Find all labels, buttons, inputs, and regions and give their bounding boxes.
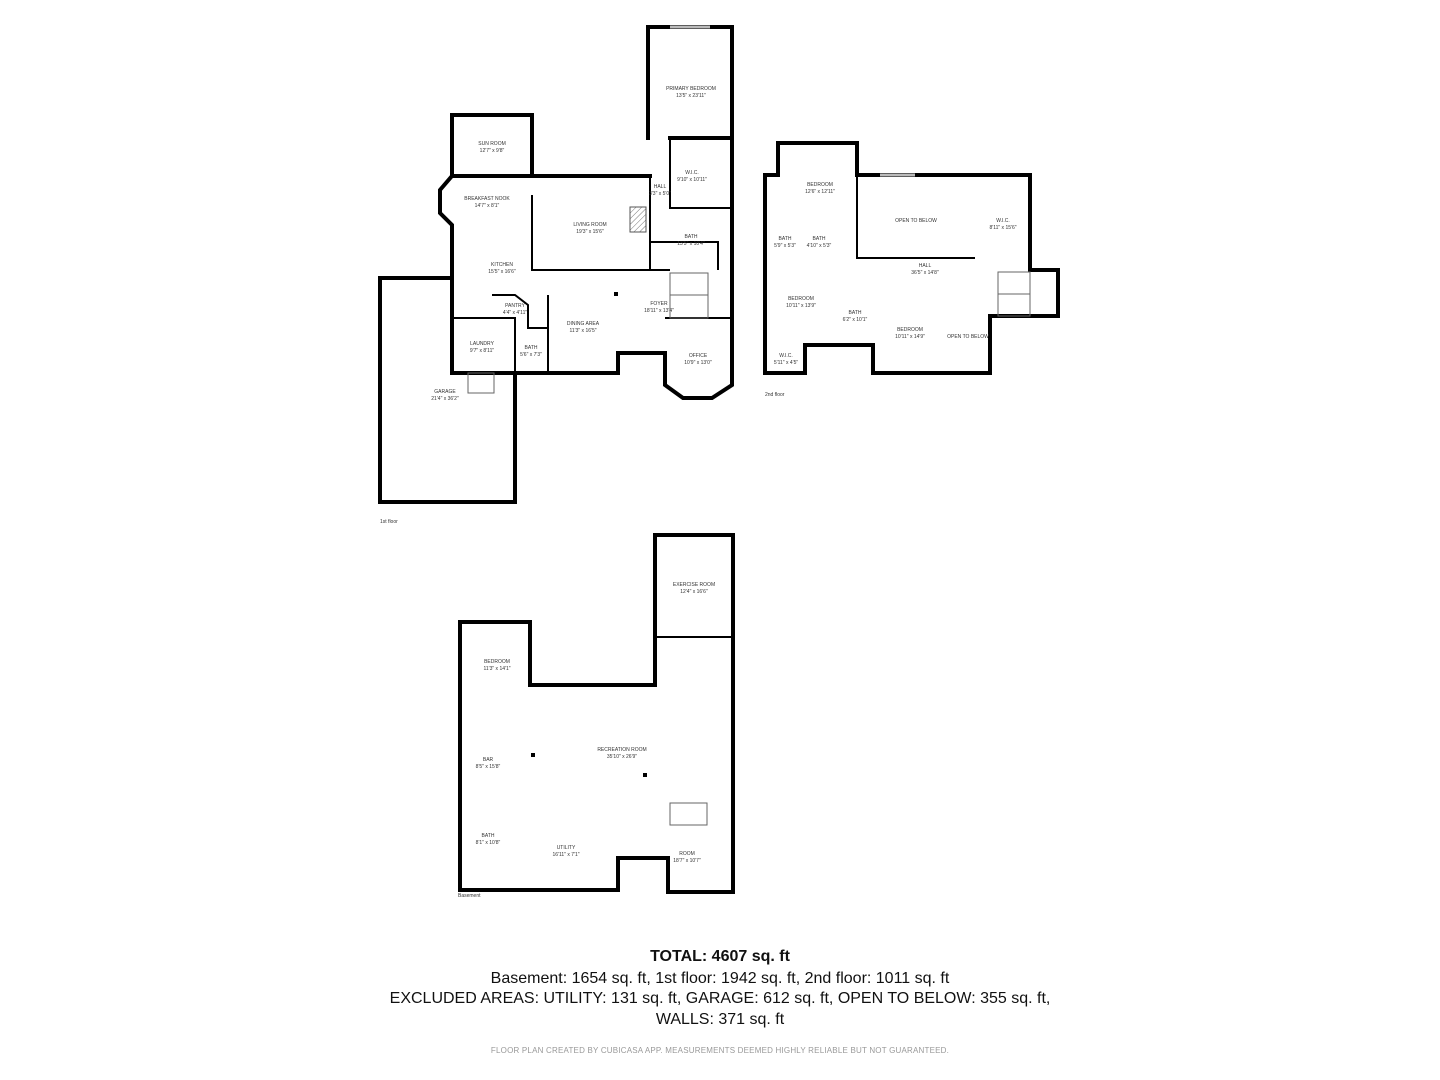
room-dim: 18'7" x 10'7" (673, 858, 701, 864)
room-dim: 10'11" x 14'9" (895, 334, 925, 340)
room-dim: 19'3" x 15'6" (576, 229, 604, 235)
room-name: BATH (849, 310, 862, 316)
floor-label-basement: Basement (458, 893, 481, 899)
room-name: DINING AREA (567, 321, 600, 327)
first-floor-labels: PRIMARY BEDROOM 13'5" x 23'11" SUN ROOM … (380, 86, 716, 525)
room-name: BATH (525, 345, 538, 351)
room-name: LIVING ROOM (573, 222, 606, 228)
room-name: BAR (483, 757, 494, 763)
room-name: HALL (919, 263, 932, 269)
room-dim: 36'5" x 14'8" (911, 270, 939, 276)
room-dim: 16'11" x 7'1" (552, 852, 579, 858)
stairs-first (467, 272, 709, 394)
room-dim: 13'5" x 23'11" (676, 93, 706, 99)
room-name: BEDROOM (807, 182, 833, 188)
room-name: ROOM (679, 851, 695, 857)
room-name: PANTRY (505, 303, 525, 309)
room-dim: 35'10" x 26'9" (607, 754, 637, 760)
walls-area: WALLS: 371 sq. ft (655, 1011, 785, 1028)
room-name: BATH (685, 234, 698, 240)
room-dim: 4'4" x 4'11" (503, 310, 527, 316)
room-dim: 8'11" x 15'6" (989, 225, 1016, 231)
room-name: BEDROOM (788, 296, 814, 302)
total-area: TOTAL: 4607 sq. ft (650, 948, 790, 965)
room-name: OFFICE (689, 353, 708, 359)
room-dim: 5'6" x 7'3" (520, 352, 542, 358)
floor-label-first: 1st floor (380, 519, 398, 525)
disclaimer: FLOOR PLAN CREATED BY CUBICASA APP. MEAS… (490, 1046, 950, 1055)
room-name: BATH (482, 833, 495, 839)
room-name: LAUNDRY (470, 341, 494, 347)
room-dim: 9'10" x 10'11" (677, 177, 707, 183)
room-dim: 15'5" x 16'6" (488, 269, 516, 275)
basement-labels: EXERCISE ROOM 12'4" x 16'6" BEDROOM 11'3… (458, 582, 715, 899)
room-name: OPEN TO BELOW (895, 218, 937, 224)
room-dim: 11'3" x 16'5" (569, 328, 596, 334)
room-dim: 4'10" x 5'3" (807, 243, 832, 249)
room-dim: 12'4" x 16'6" (680, 589, 708, 595)
room-name: BREAKFAST NOOK (464, 196, 510, 202)
room-name: UTILITY (557, 845, 576, 851)
room-dim: 12'7" x 9'8" (480, 148, 505, 154)
room-name: EXERCISE ROOM (673, 582, 715, 588)
room-dim: 10'9" x 13'0" (684, 360, 712, 366)
room-name: W.I.C. (996, 218, 1010, 224)
room-name: BEDROOM (484, 659, 510, 665)
room-name: FOYER (650, 301, 668, 307)
floor-label-second: 2nd floor (765, 392, 785, 398)
room-name: KITCHEN (491, 262, 513, 268)
second-floor-walls (763, 141, 1060, 375)
room-dim: 6'2" x 10'1" (843, 317, 868, 323)
room-dim: 18'11" x 13'4" (644, 308, 674, 314)
room-dim: 12'6" x 12'11" (805, 189, 835, 195)
stairs-second (997, 271, 1031, 317)
room-name: W.I.C. (685, 170, 699, 176)
second-floor-labels: BEDROOM 12'6" x 12'11" OPEN TO BELOW W.I… (765, 182, 1017, 398)
room-dim: 14'7" x 8'1" (475, 203, 500, 209)
room-name: BATH (779, 236, 792, 242)
room-dim: 10'11" x 13'9" (786, 303, 816, 309)
room-dim: 21'4" x 36'2" (431, 396, 459, 402)
floor-areas: Basement: 1654 sq. ft, 1st floor: 1942 s… (490, 970, 950, 987)
room-name: PRIMARY BEDROOM (666, 86, 716, 92)
room-dim: 5'9" x 5'3" (774, 243, 796, 249)
excluded-areas: EXCLUDED AREAS: UTILITY: 131 sq. ft, GAR… (389, 990, 1051, 1007)
room-name: RECREATION ROOM (597, 747, 646, 753)
room-name: W.I.C. (779, 353, 793, 359)
room-name: SUN ROOM (478, 141, 506, 147)
room-dim: 13'5" x 10'4" (677, 241, 705, 247)
room-dim: 8'5" x 15'8" (476, 764, 501, 770)
room-name: BEDROOM (897, 327, 923, 333)
basement-walls (458, 292, 735, 894)
room-dim: 8'1" x 10'8" (476, 840, 501, 846)
room-name: BATH (813, 236, 826, 242)
room-dim: 5'11" x 4'5" (774, 360, 798, 366)
first-floor-walls (378, 25, 734, 504)
room-name: GARAGE (434, 389, 456, 395)
room-dim: 3'3" x 5'0" (649, 191, 671, 197)
room-dim: 9'7" x 8'11" (470, 348, 494, 354)
room-name: HALL (654, 184, 667, 190)
stairs-basement (669, 802, 708, 826)
room-name: OPEN TO BELOW (947, 334, 989, 340)
room-dim: 11'3" x 14'1" (483, 666, 510, 672)
